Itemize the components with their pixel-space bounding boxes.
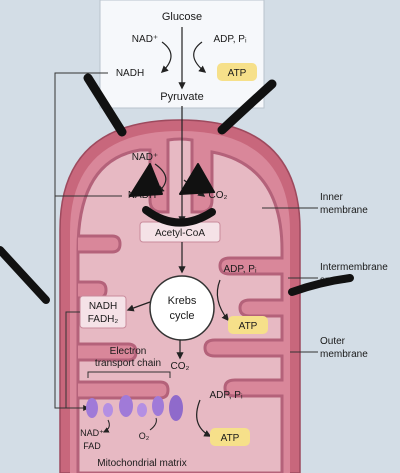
- etc-atp-highlight: [210, 428, 250, 446]
- krebs-cycle-circle: [149, 275, 215, 341]
- glycolysis-atp-highlight: [217, 63, 257, 81]
- etc-adp-pi: ADP, Pᵢ: [209, 390, 242, 401]
- left-cristae: [78, 234, 170, 400]
- doodle-left-line: [0, 246, 50, 304]
- etc-o2-arrow: [149, 417, 157, 431]
- krebs-line1: Krebs: [168, 295, 197, 307]
- acetyl-coa-label: Acetyl-CoA: [155, 228, 205, 239]
- inner-membrane-label-1: Inner: [320, 192, 343, 203]
- etc-bracket: [87, 371, 171, 378]
- krebs-co2: CO₂: [171, 361, 190, 372]
- pdh-co2: CO₂: [209, 190, 228, 201]
- etc-proteins: [86, 395, 183, 421]
- krebs-atp: ATP: [239, 321, 258, 332]
- doodle-right-eye: [179, 163, 215, 195]
- outer-membrane-label-1: Outer: [320, 336, 346, 347]
- krebs-line2: cycle: [169, 310, 194, 322]
- krebs-atp-highlight: [228, 316, 268, 334]
- intermembrane-label-1: Intermembrane: [320, 262, 388, 273]
- outer-membrane-label-2: membrane: [320, 349, 368, 360]
- etc-adp-arrow: [196, 399, 212, 437]
- doodle-right-line: [288, 274, 354, 296]
- matrix-fadh2: FADH₂: [88, 314, 119, 325]
- doodle-overlay: [0, 73, 354, 304]
- nad-to-nadh-arrow: [160, 41, 172, 73]
- etc-line2: transport chain: [95, 358, 161, 369]
- etc-atp: ATP: [221, 433, 240, 444]
- krebs-to-nadh-arrow: [126, 301, 151, 312]
- glycolysis-atp: ATP: [228, 68, 247, 79]
- etc-o2: O₂: [139, 431, 150, 441]
- adp-to-atp-arrow: [193, 41, 207, 73]
- etc-line1: Electron: [110, 346, 147, 357]
- doodle-left-arm: [83, 73, 127, 137]
- glycolysis-nadh-to-etc-line: [54, 72, 108, 411]
- nadh-to-etc-line: [65, 311, 80, 408]
- matrix-label: Mitochondrial matrix: [97, 458, 186, 469]
- pdh-nad-plus: NAD⁺: [132, 152, 158, 163]
- pyruvate-label: Pyruvate: [160, 91, 203, 103]
- doodle-right-arm: [217, 79, 277, 135]
- glycolysis-nadh: NADH: [116, 68, 144, 79]
- doodle-smile: [142, 206, 216, 227]
- matrix-nadh: NADH: [89, 301, 117, 312]
- glucose-label: Glucose: [162, 11, 202, 23]
- glycolysis-adp-pi: ADP, Pᵢ: [213, 34, 246, 45]
- etc-nad-plus: NAD⁺: [80, 428, 104, 438]
- doodle-left-eye: [129, 163, 163, 197]
- etc-nad-arrow: [102, 419, 110, 433]
- inner-membrane-label-2: membrane: [320, 205, 368, 216]
- etc-fad: FAD: [83, 441, 101, 451]
- krebs-adp-arrow: [216, 279, 229, 322]
- glycolysis-nad-plus: NAD⁺: [132, 34, 158, 45]
- krebs-adp-pi: ADP, Pᵢ: [223, 264, 256, 275]
